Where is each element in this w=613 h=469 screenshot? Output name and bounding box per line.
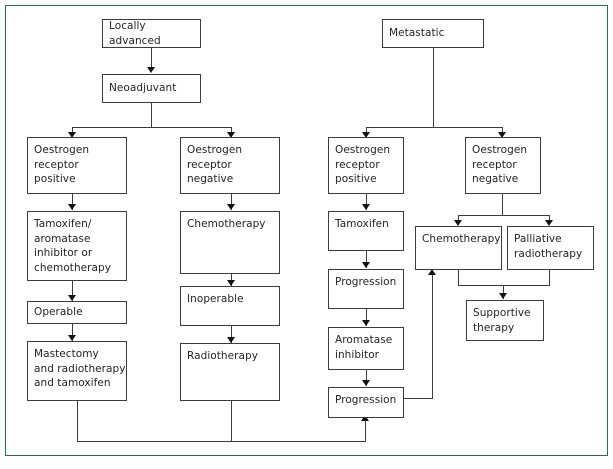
node-radiotherapy: Radiotherapy <box>180 343 280 401</box>
edge-merge-to-supportive-therapy <box>503 285 505 299</box>
figure-frame: Locally advanced Neoadjuvant Oestrogen r… <box>5 5 608 456</box>
edge-met-chemotherapy-down <box>458 270 460 286</box>
edge-met-er-negative-split-bar <box>458 215 550 217</box>
arrowhead-progression-from-locally-advanced <box>361 415 369 421</box>
node-la-oestrogen-receptor-negative: Oestrogen receptor negative <box>180 137 280 194</box>
arrowhead-la-er-negative <box>227 132 235 138</box>
edge-metastatic-to-met-er-negative <box>502 127 504 136</box>
arrowhead-met-er-positive <box>362 132 370 138</box>
edge-neoadjuvant-stem <box>151 103 153 128</box>
node-la-oestrogen-receptor-positive: Oestrogen receptor positive <box>27 137 127 194</box>
arrowhead-endocrine-therapy <box>68 204 76 210</box>
edge-locally-advanced-to-neoadjuvant <box>151 48 153 68</box>
node-mastectomy-radiotherapy-tamoxifen: Mastectomy and radiotherapy and tamoxife… <box>27 341 127 401</box>
edge-radiotherapy-down-rail <box>231 401 233 442</box>
node-tamoxifen-aromatase-inhibitor-or-chemotherapy: Tamoxifen/ aromatase inhibitor or chemot… <box>27 211 127 281</box>
arrowhead-tamoxifen <box>362 204 370 210</box>
edge-metastatic-split-bar <box>366 127 503 129</box>
edge-endocrine-to-operable <box>72 281 74 301</box>
arrowhead-inoperable <box>227 280 235 286</box>
arrowhead-operable <box>68 295 76 301</box>
node-palliative-radiotherapy: Palliative radiotherapy <box>507 226 594 270</box>
edge-metastatic-to-met-er-positive <box>366 127 368 136</box>
edge-progression-2-to-chemotherapy-vertical <box>432 275 434 399</box>
edge-bottom-return-rail <box>77 441 366 443</box>
node-locally-advanced: Locally advanced <box>102 19 201 48</box>
arrowhead-la-er-positive <box>68 132 76 138</box>
edge-met-er-positive-to-tamoxifen <box>366 194 368 210</box>
arrowhead-radiotherapy <box>227 337 235 343</box>
node-progression-1: Progression <box>328 269 404 309</box>
node-metastatic: Metastatic <box>382 19 484 48</box>
arrowhead-mastectomy <box>68 335 76 341</box>
arrowhead-met-er-negative <box>498 132 506 138</box>
node-inoperable: Inoperable <box>180 286 280 326</box>
arrowhead-progression-2 <box>362 380 370 386</box>
arrowhead-supportive-therapy <box>499 293 507 299</box>
node-neoadjuvant: Neoadjuvant <box>102 74 201 103</box>
edge-la-er-negative-to-chemotherapy <box>231 194 233 210</box>
edge-bottom-rail-up-to-progression <box>365 421 367 442</box>
edge-palliative-radiotherapy-down <box>549 270 551 286</box>
edge-inoperable-to-radiotherapy <box>231 326 233 343</box>
edge-metastatic-stem <box>433 48 435 128</box>
edge-met-er-negative-stem <box>502 194 504 216</box>
edge-to-met-chemotherapy <box>458 215 460 224</box>
edge-progression-1-to-aromatase-inhibitor <box>366 309 368 326</box>
arrowhead-neoadjuvant <box>147 67 155 73</box>
edge-la-er-positive-to-endocrine <box>72 194 74 210</box>
node-aromatase-inhibitor: Aromatase inhibitor <box>328 327 404 370</box>
node-tamoxifen: Tamoxifen <box>328 211 404 251</box>
arrowhead-aromatase-inhibitor <box>362 320 370 326</box>
node-met-oestrogen-receptor-negative: Oestrogen receptor negative <box>465 137 541 194</box>
edge-tamoxifen-to-progression-1 <box>366 251 368 268</box>
node-met-chemotherapy: Chemotherapy <box>415 226 502 270</box>
edge-progression-2-to-chemotherapy-horizontal <box>404 398 433 400</box>
edge-operable-to-mastectomy <box>72 324 74 341</box>
node-la-chemotherapy: Chemotherapy <box>180 211 280 274</box>
node-met-oestrogen-receptor-positive: Oestrogen receptor positive <box>328 137 404 194</box>
edge-mastectomy-down-rail <box>77 401 79 442</box>
edge-aromatase-inhibitor-to-progression-2 <box>366 370 368 386</box>
edge-neoadjuvant-to-la-er-positive <box>72 127 74 136</box>
node-progression-2: Progression <box>328 387 404 418</box>
node-operable: Operable <box>27 301 127 324</box>
edge-neoadjuvant-to-la-er-negative <box>231 127 233 136</box>
arrowhead-progression-1 <box>362 262 370 268</box>
node-supportive-therapy: Supportive therapy <box>466 300 544 341</box>
edge-neoadjuvant-split-bar <box>72 127 232 129</box>
arrowhead-met-chemotherapy-from-progression <box>428 269 436 275</box>
arrowhead-palliative-radiotherapy <box>545 220 553 226</box>
edge-to-palliative-radiotherapy <box>549 215 551 224</box>
arrowhead-la-chemotherapy <box>227 204 235 210</box>
arrowhead-met-chemotherapy <box>454 220 462 226</box>
